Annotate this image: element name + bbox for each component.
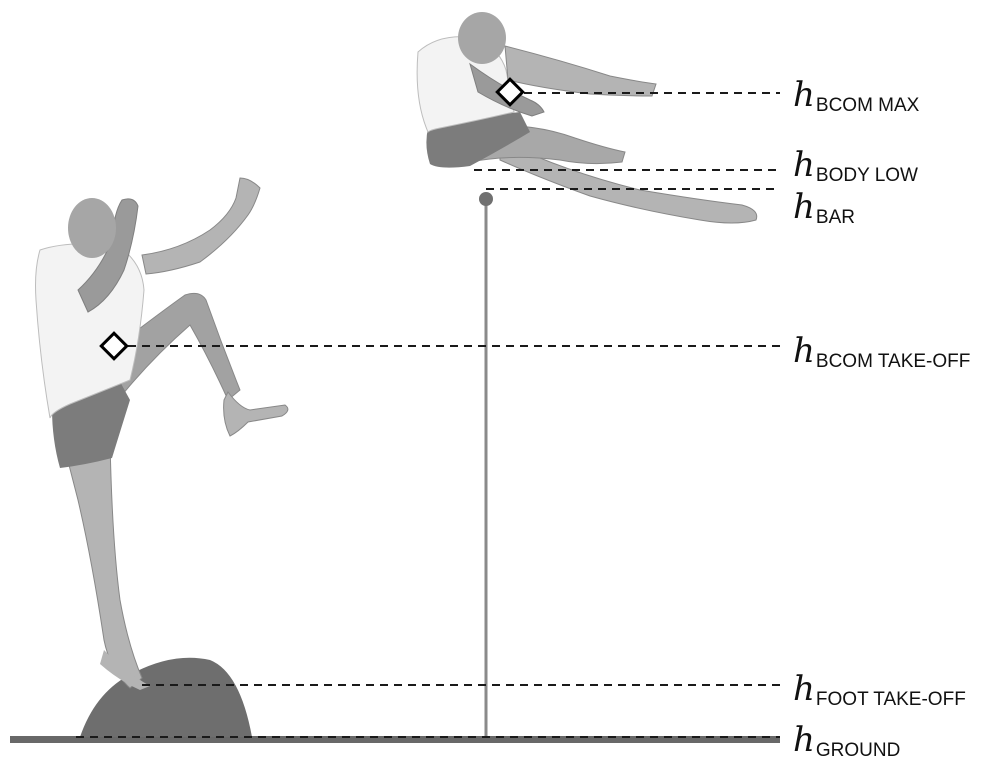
- label-subscript: BAR: [816, 207, 855, 228]
- take-off-rock: [80, 658, 252, 737]
- label-ground: hGROUND: [793, 723, 900, 757]
- label-h-symbol: h: [793, 187, 815, 227]
- label-subscript: BCOM TAKE-OFF: [816, 351, 970, 372]
- label-bar: hBAR: [793, 190, 855, 224]
- label-subscript: BCOM MAX: [816, 95, 919, 116]
- athlete-over-bar: [417, 12, 757, 223]
- label-subscript: GROUND: [816, 740, 900, 761]
- label-h-symbol: h: [793, 75, 815, 115]
- label-bcom-max: hBCOM MAX: [793, 78, 919, 112]
- label-bcom-takeoff: hBCOM TAKE-OFF: [793, 334, 970, 368]
- label-h-symbol: h: [793, 669, 815, 709]
- label-foot-takeoff: hFOOT TAKE-OFF: [793, 672, 966, 706]
- label-subscript: FOOT TAKE-OFF: [816, 689, 966, 710]
- label-h-symbol: h: [793, 720, 815, 760]
- label-h-symbol: h: [793, 331, 815, 371]
- label-h-symbol: h: [793, 145, 815, 185]
- athlete-take-off: [36, 178, 288, 690]
- label-subscript: BODY LOW: [816, 165, 918, 186]
- bar-end: [479, 192, 493, 206]
- label-body-low: hBODY LOW: [793, 148, 918, 182]
